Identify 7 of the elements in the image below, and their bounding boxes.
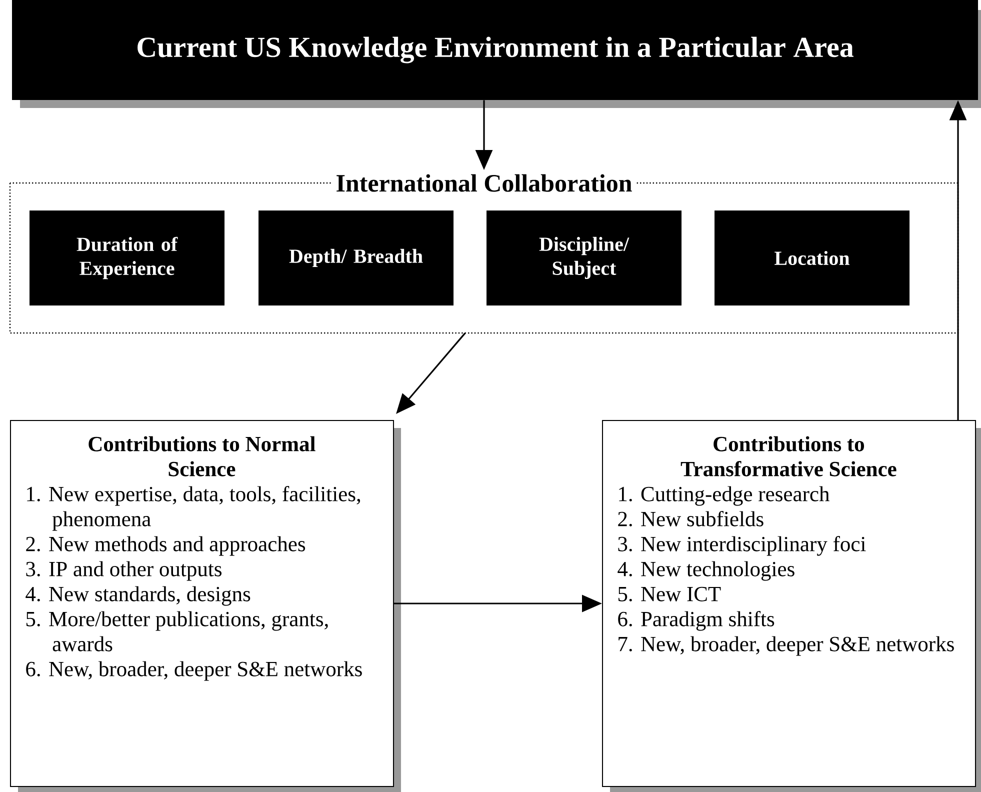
factor-box: Location [714,210,910,306]
contribution-box: Contributions to Transformative Science 1. Cutting-edge research 2. New subfields 3. New interdisciplinary foci 4. New technologies 5. New ICT 6. Paradigm shifts 7. New, broader, deeper S&E networks [602,420,981,792]
factor-box: Duration of Experience [30,210,224,306]
factor-box: Discipline/ Subject [486,210,682,306]
contribution-box: Contributions to Normal Science 1. New expertise, data, tools, facilities, phenomena 2. New methods and approaches 3. IP and other outputs 4. New standards, designs 5. More/better publications, grants, awards 6. New, broader, deeper S&E networks [10,420,401,792]
title-banner: Current US Knowledge Environment in a Particular Area [12,0,981,108]
factor-box: Depth/ Breadth [258,210,454,306]
